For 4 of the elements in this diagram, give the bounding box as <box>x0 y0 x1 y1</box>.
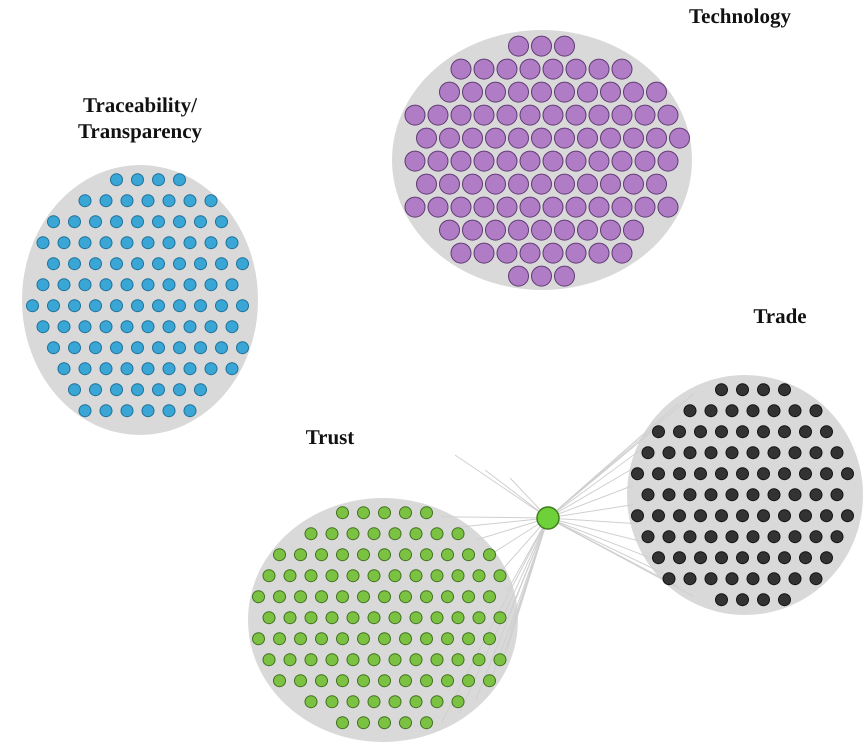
cluster-heading: Trade <box>753 302 807 330</box>
cluster-heading: Technology <box>689 2 791 30</box>
cluster-heading: Traceability/ Transparency <box>76 92 204 144</box>
cluster-heading: Trust <box>306 424 354 450</box>
